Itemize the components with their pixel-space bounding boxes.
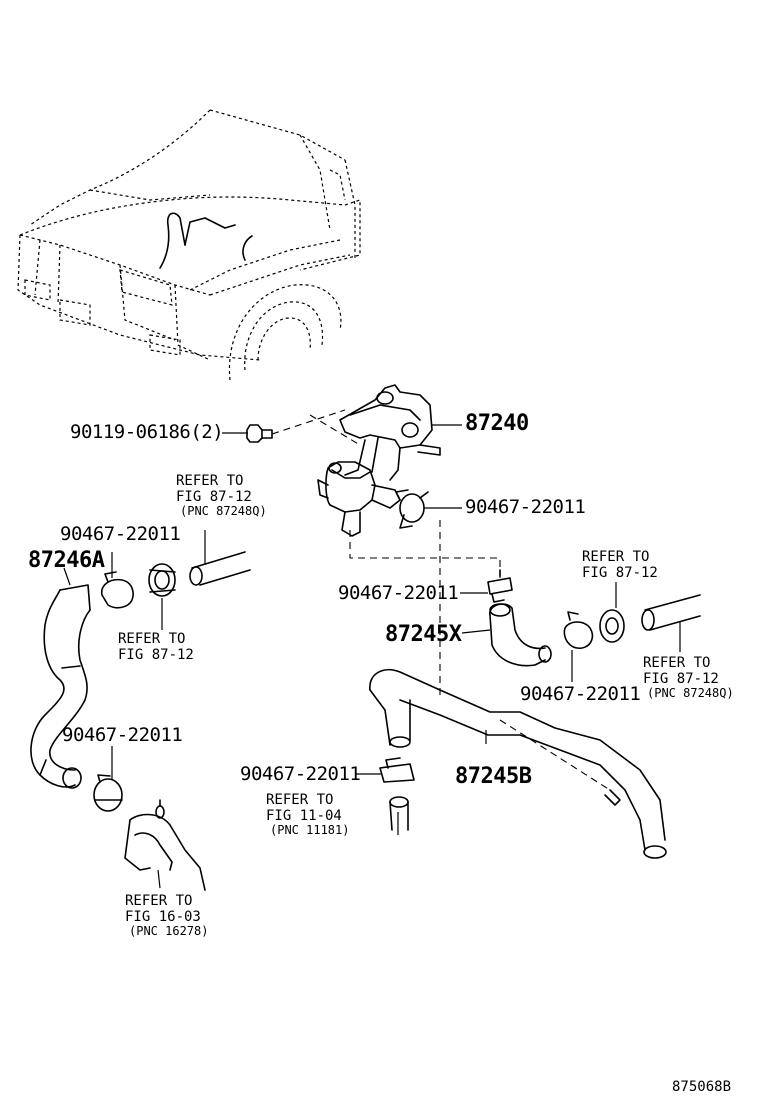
label-ref-pipe-1: REFER TO xyxy=(266,792,334,808)
clamp-right-low xyxy=(563,611,594,649)
hose-87246a xyxy=(30,584,91,789)
label-ref-bottom-3: (PNC 16278) xyxy=(129,924,209,938)
label-ref-left-2: FIG 87-12 xyxy=(176,489,252,505)
label-ref-bottom-2: FIG 16-03 xyxy=(125,909,201,925)
pipe-left-ref xyxy=(189,551,251,586)
grommet-right xyxy=(599,609,625,643)
label-ref-pipe-3: (PNC 11181) xyxy=(270,823,350,837)
grommet-left xyxy=(148,563,176,597)
clamp-near-valve xyxy=(395,489,429,529)
label-ref-right-b1: REFER TO xyxy=(643,655,711,671)
hose-87245b xyxy=(369,668,667,859)
clamp-bottom xyxy=(379,757,415,783)
leader-lines xyxy=(63,424,681,889)
label-clamp-valve: 90467-22011 xyxy=(465,496,586,518)
pipe-right-ref xyxy=(641,594,701,631)
label-valve-part-number: 87240 xyxy=(465,411,529,436)
clamp-left-top xyxy=(100,571,134,609)
label-ref-right-b2: FIG 87-12 xyxy=(643,671,719,687)
label-clamp-mid: 90467-22011 xyxy=(338,582,459,604)
vehicle-outline xyxy=(17,109,361,381)
water-valve-assembly xyxy=(317,384,441,537)
label-ref-bottom-1: REFER TO xyxy=(125,893,193,909)
figure-code: 875068B xyxy=(672,1079,732,1095)
label-clamp-left-top: 90467-22011 xyxy=(60,523,181,545)
label-ref-grommet-1: REFER TO xyxy=(118,631,186,647)
label-hose-87245x: 87245X xyxy=(385,622,462,647)
bolt-part xyxy=(246,424,273,443)
label-ref-pipe-2: FIG 11-04 xyxy=(266,808,342,824)
label-bolt-part-number: 90119-06186(2) xyxy=(70,421,224,443)
assembly-lines xyxy=(271,409,611,791)
label-clamp-bottom: 90467-22011 xyxy=(240,763,361,785)
label-ref-grommet-2: FIG 87-12 xyxy=(118,647,194,663)
label-ref-right-1: REFER TO xyxy=(582,549,650,565)
label-ref-left-3: (PNC 87248Q) xyxy=(180,504,267,518)
clamp-left-low xyxy=(93,774,123,812)
label-ref-right-2: FIG 87-12 xyxy=(582,565,658,581)
pipe-bottom-ref xyxy=(124,799,206,891)
label-clamp-left-low: 90467-22011 xyxy=(62,724,183,746)
label-ref-left-1: REFER TO xyxy=(176,473,244,489)
label-clamp-right-low: 90467-22011 xyxy=(520,683,641,705)
hose-87245x xyxy=(489,603,552,667)
label-ref-right-b3: (PNC 87248Q) xyxy=(647,686,734,700)
label-hose-87245b: 87245B xyxy=(455,764,532,789)
pipe-center-ref xyxy=(389,796,409,831)
label-hose-87246a: 87246A xyxy=(28,548,105,573)
